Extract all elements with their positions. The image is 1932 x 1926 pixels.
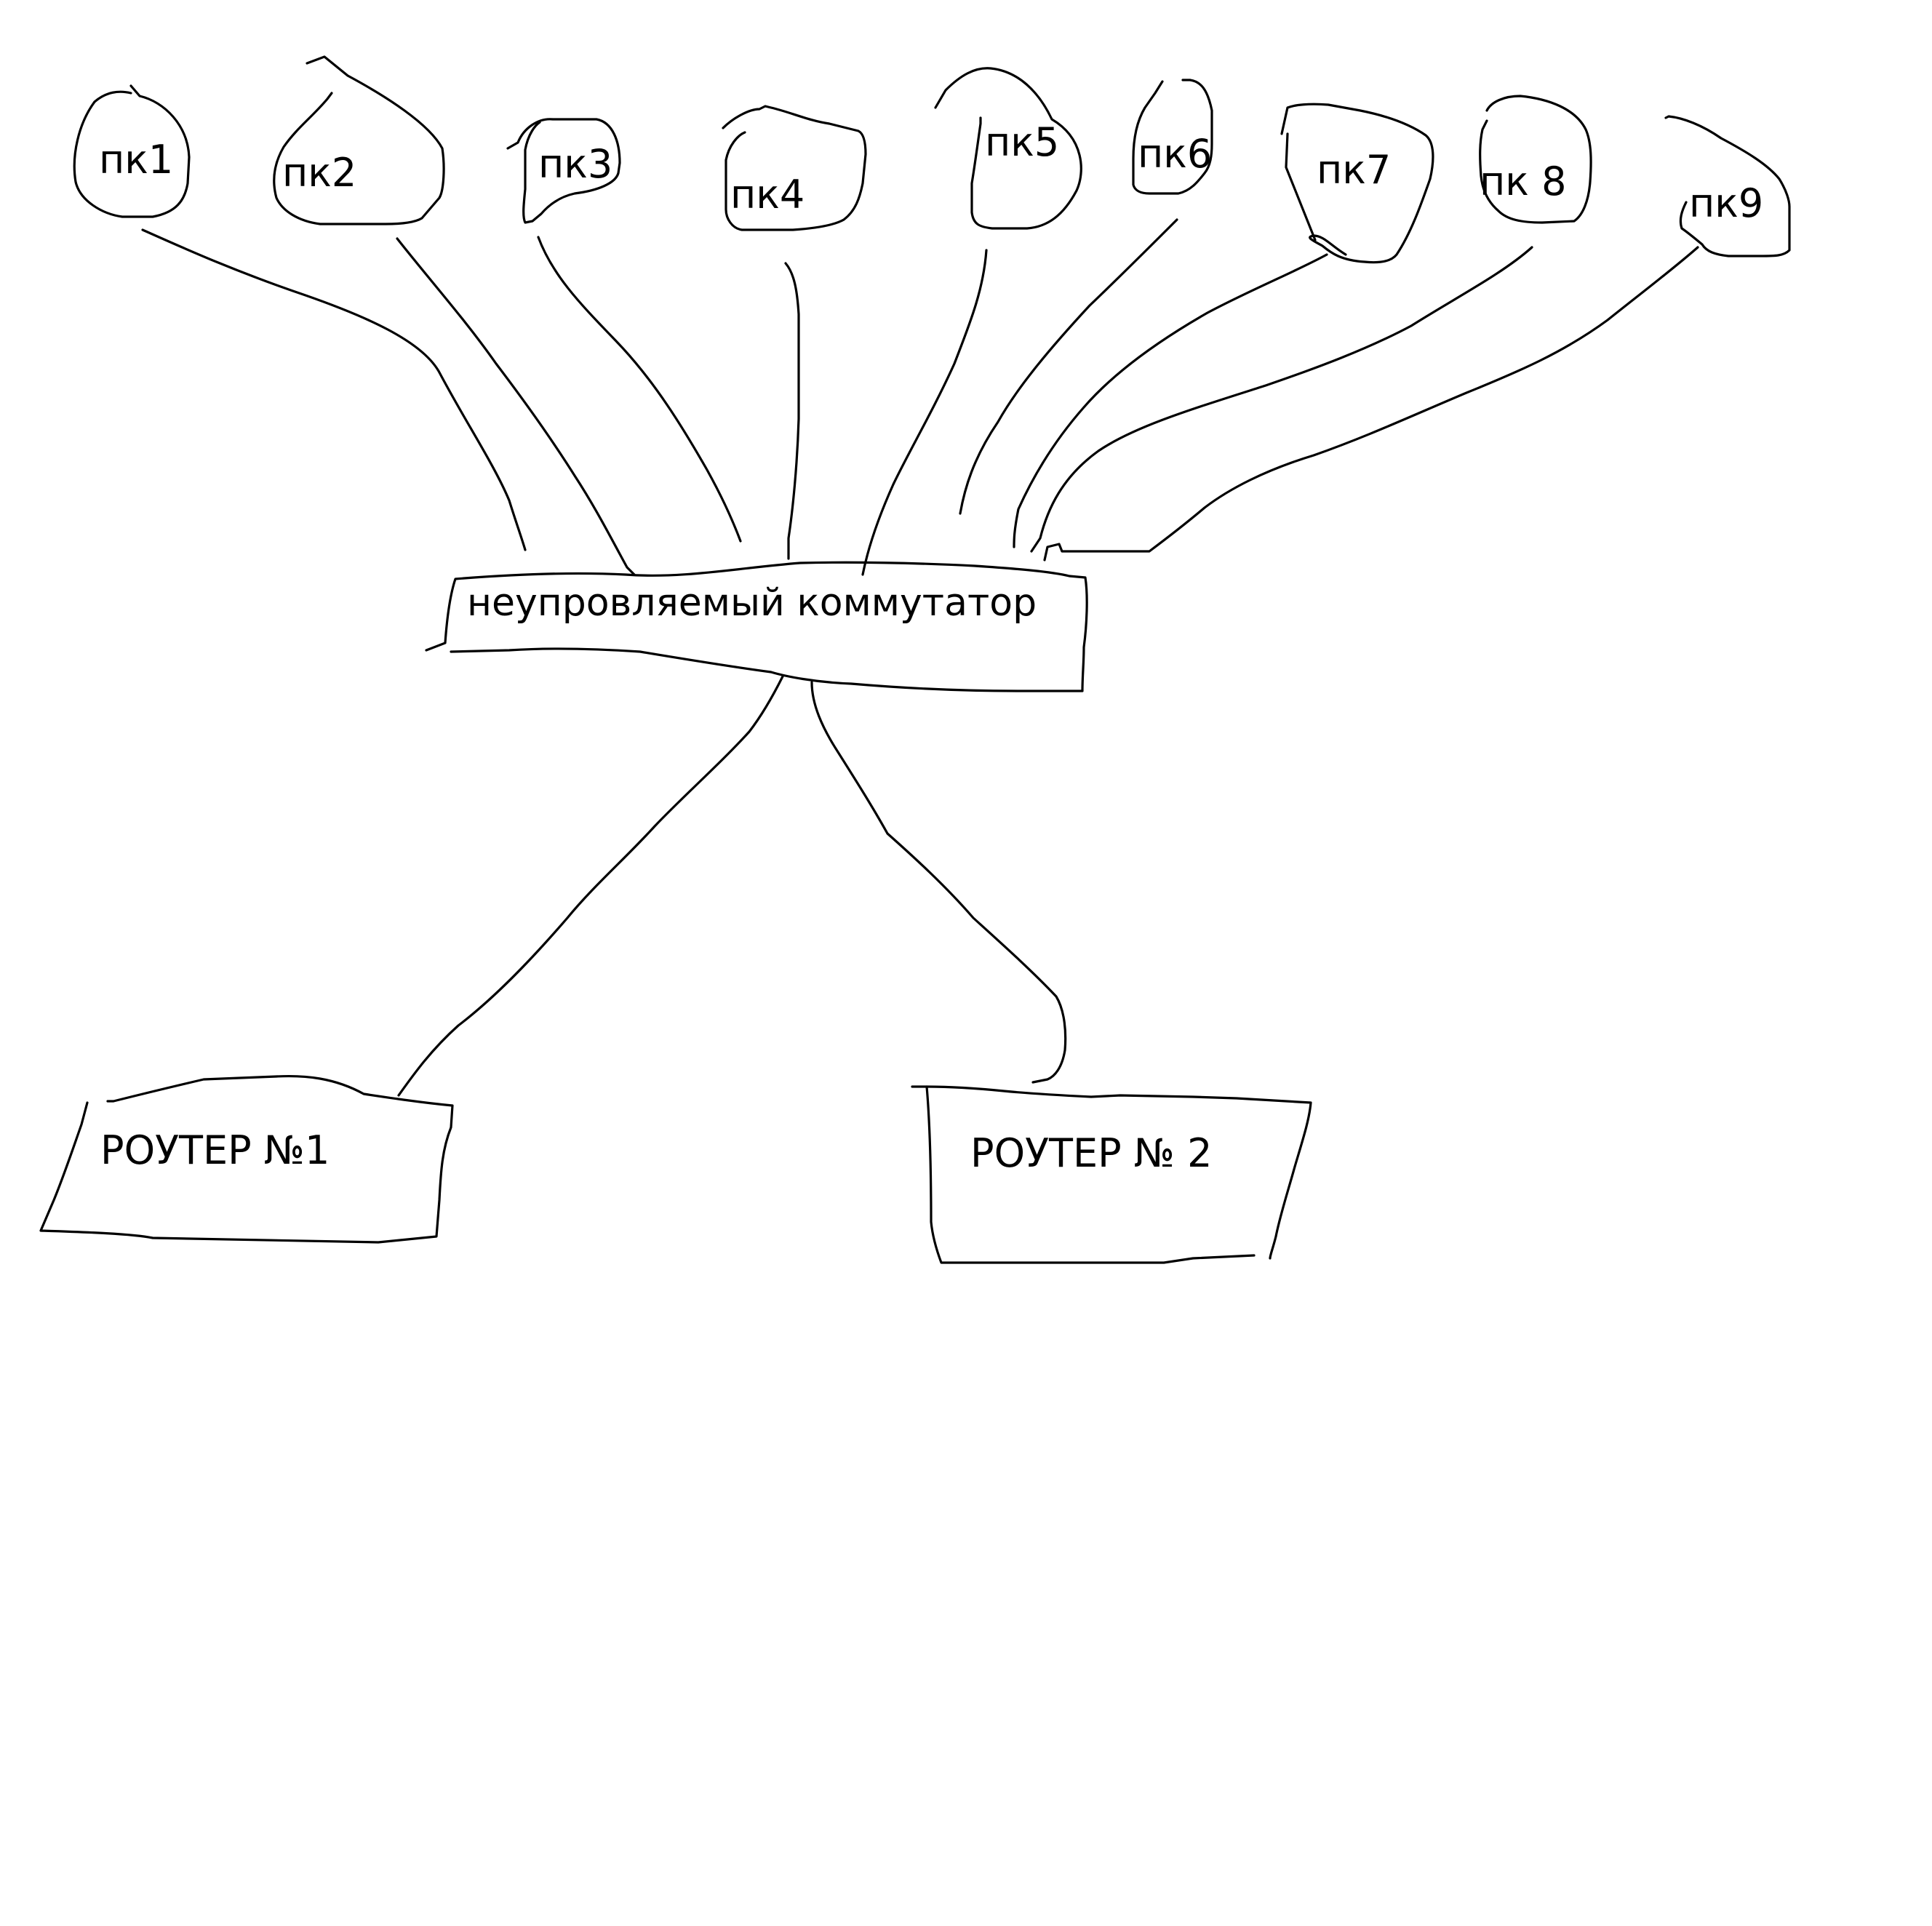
pc-node: пк7 — [1280, 103, 1434, 264]
pc-node: пк9 — [1664, 115, 1791, 257]
pc-outline — [1664, 115, 1791, 257]
pc-outline — [1285, 132, 1317, 241]
pc-outline — [1280, 103, 1434, 264]
router-outline — [39, 1074, 454, 1244]
pc-node: пк1 — [73, 84, 191, 218]
cable — [861, 249, 988, 576]
router-label: РОУТЕР №1 — [100, 1127, 330, 1173]
pc-label: пк9 — [1689, 180, 1763, 226]
cable — [141, 228, 527, 551]
pc-outline — [1479, 95, 1592, 224]
router-label: РОУТЕР № 2 — [970, 1130, 1213, 1176]
switch-label: неупровляемый коммутатор — [467, 581, 1037, 625]
pc-outline — [73, 84, 191, 218]
router-outline — [925, 1085, 1312, 1260]
pc-node: пк 8 — [1479, 95, 1592, 224]
switch-node: неупровляемый коммутатор — [425, 561, 1088, 692]
pc-node: пк4 — [722, 105, 867, 231]
pc-node: пк2 — [273, 55, 445, 225]
pc-label: пк7 — [1317, 147, 1391, 193]
router-node: РОУТЕР № 2 — [911, 1085, 1312, 1264]
cable — [1030, 246, 1533, 553]
router-outline — [911, 1085, 1256, 1264]
pc-node: пк6 — [1132, 79, 1213, 195]
cable — [1043, 246, 1699, 562]
pc-outline — [1132, 79, 1213, 195]
pc-label: пк4 — [730, 172, 805, 217]
cable — [397, 675, 784, 1097]
pc-node: пк5 — [934, 67, 1082, 230]
pc-label: пк6 — [1138, 131, 1212, 177]
pc-cables — [141, 218, 1699, 576]
pc-label: пк5 — [985, 119, 1059, 165]
pc-outline — [506, 118, 621, 224]
pc-label: пк 8 — [1480, 159, 1566, 204]
cable — [959, 218, 1178, 515]
pc-label: пк1 — [99, 137, 173, 183]
pc-outline — [934, 67, 1082, 230]
switch-outline — [425, 561, 1088, 692]
pc-outline — [1312, 234, 1347, 256]
cable — [810, 681, 1067, 1084]
pc-node: пк3 — [506, 118, 621, 224]
cable — [396, 237, 636, 576]
cable — [537, 236, 742, 543]
router-node: РОУТЕР №1 — [39, 1074, 454, 1244]
pc-label: пк2 — [282, 150, 356, 196]
router-cables — [397, 675, 1067, 1097]
cable — [1013, 253, 1328, 548]
cable — [784, 262, 800, 560]
pc-outline — [722, 105, 867, 231]
pc-outline — [273, 55, 445, 225]
pc-label: пк3 — [538, 141, 612, 187]
